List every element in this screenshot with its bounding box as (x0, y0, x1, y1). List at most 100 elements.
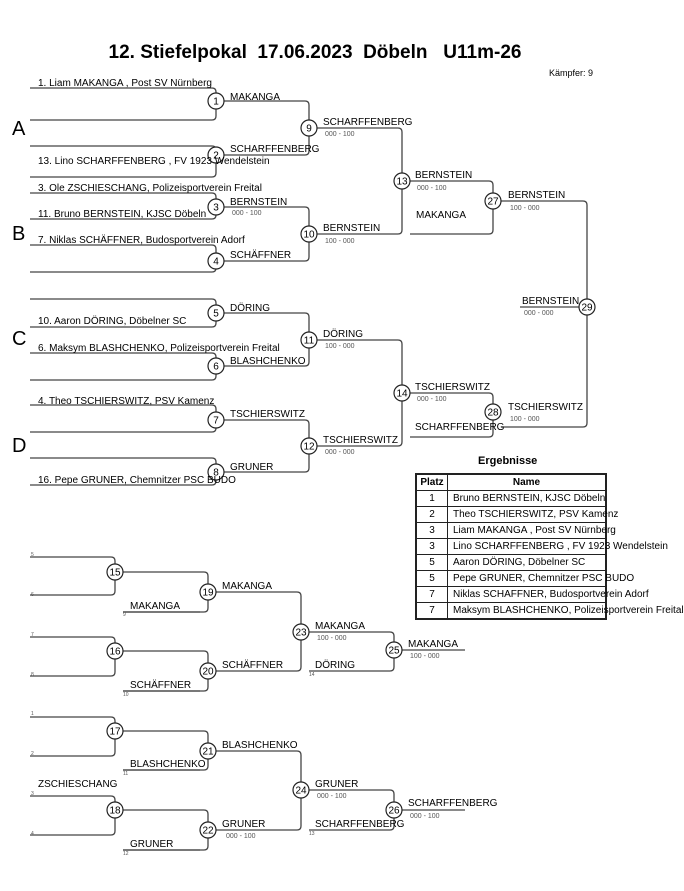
match-number-circle (207, 463, 225, 481)
match-score: 000 - 000 (524, 310, 554, 317)
match-number: 11 (304, 336, 315, 347)
match-node[interactable]: 28 (484, 403, 502, 421)
match-number-circle (292, 623, 310, 641)
match-score: 100 - 000 (317, 635, 347, 642)
winner-name: MAKANGA (408, 639, 458, 650)
match-node[interactable]: 4 (207, 252, 225, 270)
match-number-circle (207, 357, 225, 375)
match-node[interactable]: 2 (207, 146, 225, 164)
match-node[interactable]: 26 (385, 801, 403, 819)
match-node[interactable]: 14 (393, 384, 411, 402)
name-cell: Lino SCHARFFENBERG , FV 1923 Wendelstein (447, 538, 668, 555)
match-node[interactable]: 10 (300, 225, 318, 243)
match-number: 8 (213, 468, 219, 479)
place-cell: 2 (415, 506, 448, 523)
winner-name: GRUNER (315, 779, 358, 790)
winner-name: DÖRING (230, 302, 270, 314)
match-number-circle (199, 742, 217, 760)
winner-name: MAKANGA (222, 581, 272, 592)
match-score: 000 - 100 (417, 396, 447, 403)
match-node[interactable]: 13 (393, 172, 411, 190)
match-node[interactable]: 21 (199, 742, 217, 760)
match-score: 000 - 000 (325, 449, 355, 456)
column-header-place: Platz (415, 473, 448, 491)
match-number: 15 (109, 568, 121, 579)
side-entry-name: DÖRING (315, 659, 355, 671)
match-node[interactable]: 3 (207, 198, 225, 216)
entrant-label: 10. Aaron DÖRING, Döbelner SC (38, 315, 186, 327)
place-cell: 7 (415, 586, 448, 603)
side-entry-name: ZSCHIESCHANG (38, 779, 118, 790)
match-node[interactable]: 7 (207, 411, 225, 429)
bracket-line (30, 244, 217, 273)
winner-name: BERNSTEIN (230, 197, 287, 208)
entrant-label: 7. Niklas SCHÄFFNER, Budosportverein Ado… (38, 234, 245, 246)
bracket-line (317, 339, 403, 447)
match-node[interactable]: 23 (292, 623, 310, 641)
seed-number: 9 (123, 612, 126, 618)
side-entry-name: SCHARFFENBERG (315, 819, 405, 830)
side-entry-name: MAKANGA (130, 601, 180, 612)
match-number-circle (199, 662, 217, 680)
match-node[interactable]: 5 (207, 304, 225, 322)
results-header-row: Platz Name (415, 473, 607, 491)
match-node[interactable]: 8 (207, 463, 225, 481)
match-number-circle (578, 298, 596, 316)
bracket-line (317, 127, 403, 235)
match-node[interactable]: 9 (300, 119, 318, 137)
match-score: 000 - 100 (410, 813, 440, 820)
name-cell: Aaron DÖRING, Döbelner SC (447, 554, 607, 571)
match-node[interactable]: 19 (199, 583, 217, 601)
bracket-line (30, 716, 116, 757)
column-header-name: Name (447, 473, 607, 491)
match-node[interactable]: 27 (484, 192, 502, 210)
match-node[interactable]: 15 (106, 563, 124, 581)
winner-name: SCHARFFENBERG (408, 798, 498, 809)
match-number-circle (292, 781, 310, 799)
match-number-circle (207, 146, 225, 164)
match-number-circle (199, 821, 217, 839)
match-number: 23 (295, 628, 307, 639)
bracket-diagram: 1234567891011121314272829151617181920212… (12, 78, 596, 857)
match-number-circle (106, 801, 124, 819)
match-node[interactable]: 6 (207, 357, 225, 375)
match-score: 000 - 100 (317, 793, 347, 800)
match-number: 28 (487, 408, 499, 419)
group-letter: D (12, 435, 26, 457)
match-node[interactable]: 12 (300, 437, 318, 455)
match-number: 24 (295, 786, 307, 797)
winner-name: BERNSTEIN (522, 296, 579, 307)
seed-number: 5 (31, 552, 34, 558)
entrant-label: 16. Pepe GRUNER, Chemnitzer PSC BUDO (38, 475, 236, 486)
match-number: 12 (303, 442, 315, 453)
match-node[interactable]: 18 (106, 801, 124, 819)
side-entry-name: SCHARFFENBERG (415, 422, 505, 433)
match-number: 16 (109, 647, 121, 658)
name-cell: Pepe GRUNER, Chemnitzer PSC BUDO (447, 570, 634, 587)
match-node[interactable]: 17 (106, 722, 124, 740)
match-number: 10 (303, 230, 315, 241)
match-node[interactable]: 1 (207, 92, 225, 110)
match-node[interactable]: 20 (199, 662, 217, 680)
winner-name: TSCHIERSWITZ (323, 435, 398, 446)
match-score: 100 - 000 (510, 205, 540, 212)
winner-name: BERNSTEIN (415, 170, 472, 181)
match-node[interactable]: 25 (385, 641, 403, 659)
match-number-circle (393, 384, 411, 402)
entrant-label: 3. Ole ZSCHIESCHANG, Polizeisportverein … (38, 183, 262, 194)
match-node[interactable]: 11 (300, 331, 318, 349)
match-node[interactable]: 29 (578, 298, 596, 316)
match-number: 2 (213, 151, 219, 162)
winner-name: BERNSTEIN (323, 223, 380, 234)
side-entry-name: BLASHCHENKO (130, 759, 206, 770)
seed-number: 4 (31, 831, 34, 837)
match-node[interactable]: 16 (106, 642, 124, 660)
match-number: 29 (581, 303, 593, 314)
match-node[interactable]: 24 (292, 781, 310, 799)
winner-name: MAKANGA (230, 92, 280, 103)
match-number: 7 (213, 416, 219, 427)
match-node[interactable]: 22 (199, 821, 217, 839)
